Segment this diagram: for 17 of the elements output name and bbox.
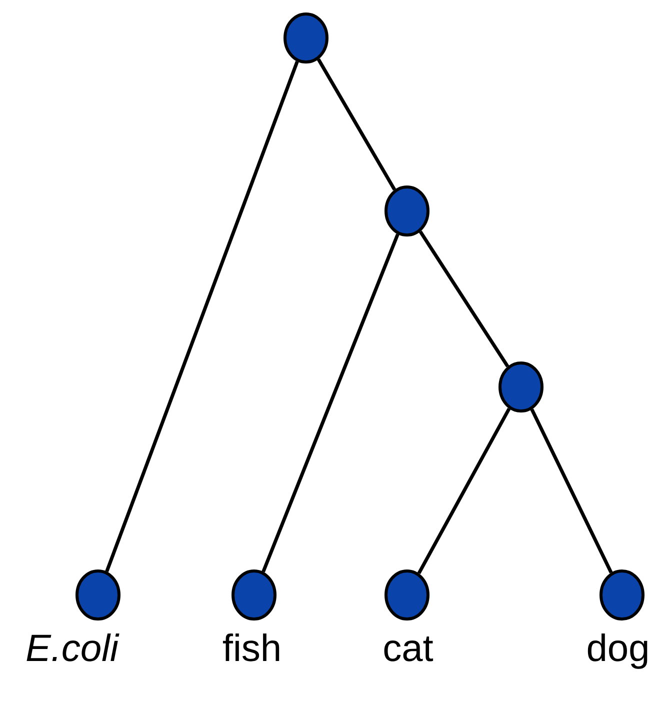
branch-line <box>417 408 511 574</box>
branch-line <box>262 234 400 572</box>
leaf-label: E.coli <box>26 633 120 662</box>
tree-node <box>284 12 328 64</box>
tree-node <box>600 570 644 620</box>
tree-node <box>232 570 276 620</box>
branch-line <box>316 58 396 191</box>
tree-node <box>384 570 430 620</box>
tree-node <box>76 570 120 620</box>
leaf-label: cat <box>384 636 434 662</box>
branch-line <box>530 408 613 574</box>
tree-node <box>384 186 430 236</box>
leaf-label: dog <box>588 633 648 669</box>
branch-line <box>418 230 510 368</box>
tree-node <box>498 362 544 412</box>
leaf-label: fish <box>222 633 280 662</box>
branch-line <box>105 60 299 572</box>
